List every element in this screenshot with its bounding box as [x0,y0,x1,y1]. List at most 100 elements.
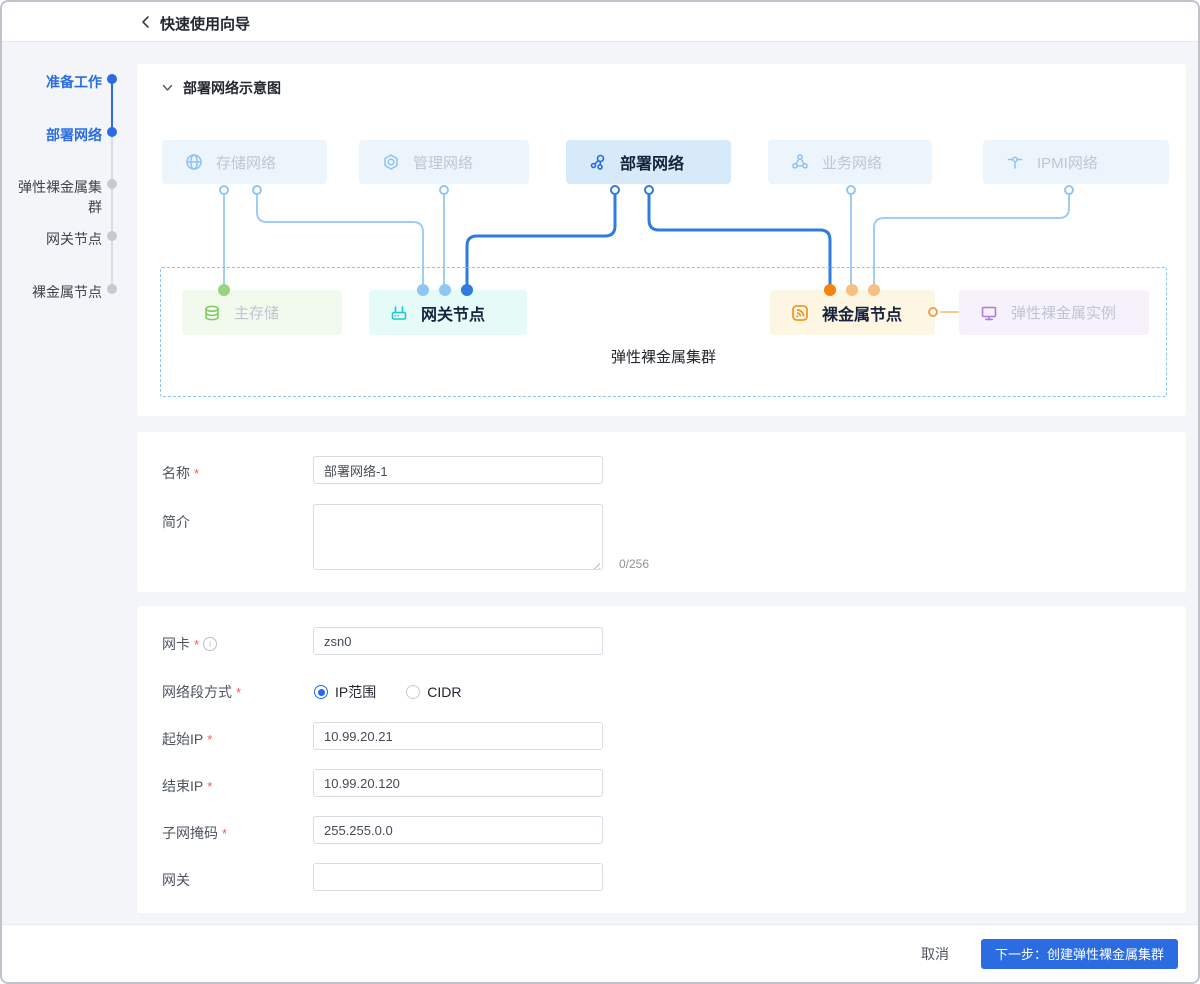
connection-lines [223,188,1070,292]
node-storage-network: 存储网络 [162,140,327,184]
node-label: 部署网络 [620,156,685,173]
node-business-network: 业务网络 [768,140,932,184]
required-mark: * [222,825,228,841]
node-label: 弹性裸金属实例 [1011,305,1117,322]
stepper-line-active [111,79,113,132]
page-title: 快速使用向导 [160,16,251,33]
port-ring [1064,185,1074,195]
next-step-button[interactable]: 下一步：创建弹性裸金属集群 [980,938,1178,969]
diagram-collapse-header[interactable]: 部署网络示意图 [162,78,281,98]
cluster-label: 弹性裸金属集群 [610,349,716,366]
required-mark: * [194,636,200,652]
end-ip-label: 结束IP* [162,778,213,794]
connector-line [940,311,959,313]
step-dot [107,74,117,84]
basic-form-card: 名称* 简介 0/256 [137,432,1186,592]
share-nodes-icon [588,152,608,172]
tri-nodes-icon [790,152,810,172]
nic-label: 网卡* i [162,634,218,654]
node-ipmi-network: IPMI网络 [983,140,1169,184]
step-dot [107,179,117,189]
port-dot [846,284,858,296]
diagram-card: 部署网络示意图 弹性裸金属集群 存储网络 [137,64,1186,416]
connector-ring [928,307,938,317]
monitor-icon [979,303,999,323]
name-input[interactable] [313,456,603,484]
port-dot [461,284,473,296]
step-dot [107,284,117,294]
port-dot [868,284,880,296]
port-ring [252,185,262,195]
elastic-baremetal-cluster-frame: 弹性裸金属集群 [160,267,1167,397]
required-mark: * [194,465,200,481]
port-ring [846,185,856,195]
port-dot [439,284,451,296]
rss-icon [790,303,810,323]
radio-selected-icon [314,685,328,699]
info-icon[interactable]: i [203,637,218,651]
probe-icon [1005,152,1025,172]
step-gateway-node[interactable]: 网关节点 [46,231,102,247]
node-label: 网关节点 [421,306,486,324]
page-header: 快速使用向导 [2,2,1198,42]
char-counter: 0/256 [619,557,650,571]
stepper-line [111,132,113,289]
name-label: 名称* [162,465,200,481]
description-textarea[interactable] [313,504,603,570]
step-dot [107,231,117,241]
node-label: IPMI网络 [1037,154,1098,172]
gateway-input[interactable] [313,863,603,891]
required-mark: * [207,731,213,747]
node-label: 存储网络 [216,154,277,172]
step-prepare[interactable]: 准备工作 [46,74,102,90]
radio-ip-range[interactable]: IP范围 [314,682,376,702]
segment-mode-radios: IP范围 CIDR [314,682,461,702]
node-primary-storage: 主存储 [182,290,342,335]
globe-icon [184,152,204,172]
radio-label: CIDR [427,684,462,700]
node-gateway: 网关节点 [369,290,527,335]
chevron-down-icon [162,84,173,91]
cancel-button[interactable]: 取消 [915,943,955,965]
node-label: 裸金属节点 [822,306,903,324]
required-mark: * [207,778,213,794]
diagram-section-title: 部署网络示意图 [183,80,281,96]
step-dot [107,127,117,137]
port-ring [219,185,229,195]
port-dot [218,284,230,296]
router-icon [389,303,409,323]
port-ring [644,185,654,195]
radio-label: IP范围 [335,684,377,700]
segment-mode-label: 网络段方式* [162,684,242,700]
node-baremetal: 裸金属节点 [770,290,935,335]
node-label: 主存储 [234,305,280,322]
end-ip-input[interactable] [313,769,603,797]
step-baremetal-cluster[interactable]: 弹性裸金属集群 [18,179,102,215]
port-dot [417,284,429,296]
gear-icon [381,152,401,172]
required-mark: * [236,684,242,700]
port-ring [439,185,449,195]
port-ring [610,185,620,195]
radio-unselected-icon [406,685,421,699]
port-dot [824,284,836,296]
step-deploy-network[interactable]: 部署网络 [46,127,102,143]
node-management-network: 管理网络 [359,140,529,184]
node-label: 管理网络 [413,154,474,172]
node-baremetal-instance: 弹性裸金属实例 [959,290,1149,335]
database-icon [202,303,222,323]
step-baremetal-node[interactable]: 裸金属节点 [32,284,102,300]
gateway-label: 网关 [162,872,190,888]
back-icon[interactable] [138,14,154,30]
wizard-footer: 取消 下一步：创建弹性裸金属集群 [2,924,1198,982]
description-label: 简介 [162,514,190,530]
nic-input[interactable] [313,627,603,655]
start-ip-label: 起始IP* [162,731,213,747]
resize-handle[interactable] [591,560,600,569]
network-form-card: 网卡* i 网络段方式* IP范围 CIDR 起始IP* 结束IP* 子网掩码 [137,606,1186,913]
radio-cidr[interactable]: CIDR [406,684,461,700]
start-ip-input[interactable] [313,722,603,750]
netmask-input[interactable] [313,816,603,844]
netmask-label: 子网掩码* [162,825,228,841]
